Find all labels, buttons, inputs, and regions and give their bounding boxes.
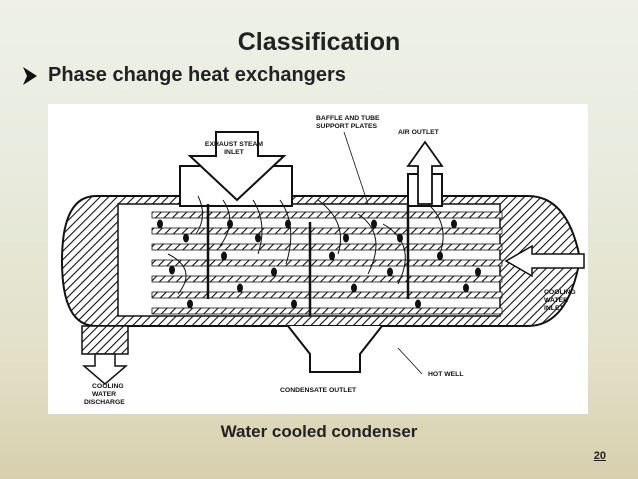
label-cooling-discharge-3: DISCHARGE [84,399,125,406]
tube-bundle [151,211,503,315]
bullet-item: Phase change heat exchangers [22,64,346,87]
label-cooling-inlet-3: INLET [544,305,564,312]
label-baffle-2: SUPPORT PLATES [316,123,378,130]
cooling-inlet-arrow [504,244,585,278]
arrow-bullet-icon [23,66,37,85]
label-cooling-inlet-2: WATER [544,297,568,304]
label-cooling-discharge-1: COOLING [92,383,124,390]
bullet-text: Phase change heat exchangers [48,64,346,86]
label-exhaust-steam-1: EXHAUST STEAM [205,141,263,148]
label-baffle-1: BAFFLE AND TUBE [316,115,380,122]
air-outlet-arrow [406,140,444,205]
label-cooling-inlet-1: COOLING [544,289,576,296]
hot-well [287,325,383,373]
label-hot-well: HOT WELL [428,371,464,378]
label-exhaust-steam-2: INLET [224,149,244,156]
slide-title: Classification [237,28,401,56]
label-condensate-outlet: CONDENSATE OUTLET [280,387,357,394]
cooling-discharge-arrow [81,353,129,385]
baffle-plates [206,204,410,316]
page-number: 20 [593,450,606,462]
label-air-outlet: AIR OUTLET [398,129,440,136]
figure-caption: Water cooled condenser [220,422,418,441]
condenser-diagram: EXHAUST STEAM INLET BAFFLE AND TUBE SUPP… [48,104,588,414]
steam-inlet-arrow [187,131,287,202]
label-cooling-discharge-2: WATER [92,391,116,398]
